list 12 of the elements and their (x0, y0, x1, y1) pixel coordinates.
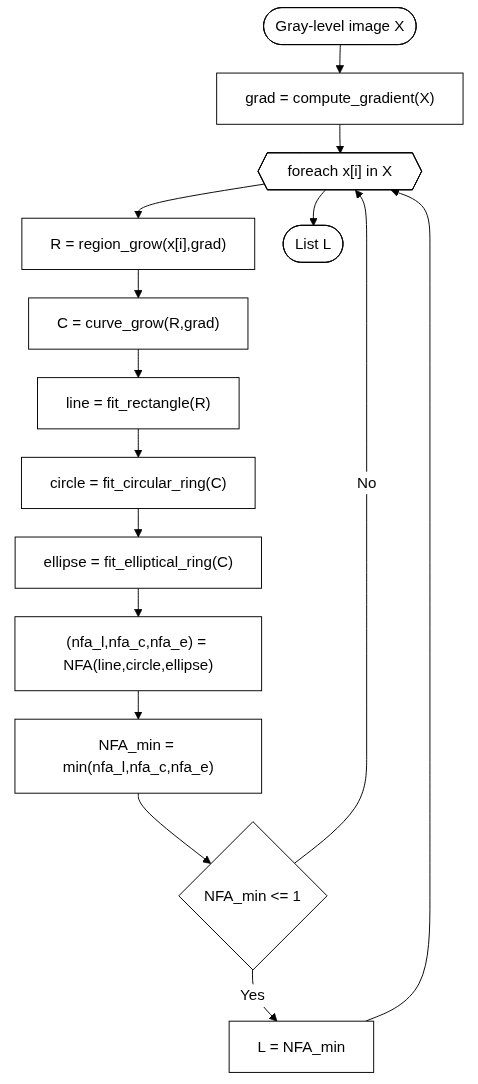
edge-label: Yes (240, 987, 265, 1004)
node-box: (nfa_l,nfa_c,nfa_e) = NFA(line,circle,ellipse) (14, 616, 263, 692)
node-box: ellipse = fit_elliptical_ring(C) (14, 536, 262, 589)
node-box: L = NFA_min (228, 1020, 375, 1073)
node-diamond: NFA_min <= 1 (178, 821, 328, 971)
node-box: C = curve_grow(R,grad) (28, 297, 249, 350)
node-box: line = fit_rectangle(R) (37, 377, 240, 430)
node-box: circle = fit_circular_ring(C) (21, 456, 256, 510)
node-box: grad = compute_gradient(X) (216, 72, 464, 125)
edge-label: No (356, 474, 377, 491)
node-box: NFA_min = min(nfa_l,nfa_c,nfa_e) (14, 718, 263, 794)
node-box: R = region_grow(x[i],grad) (21, 217, 256, 270)
